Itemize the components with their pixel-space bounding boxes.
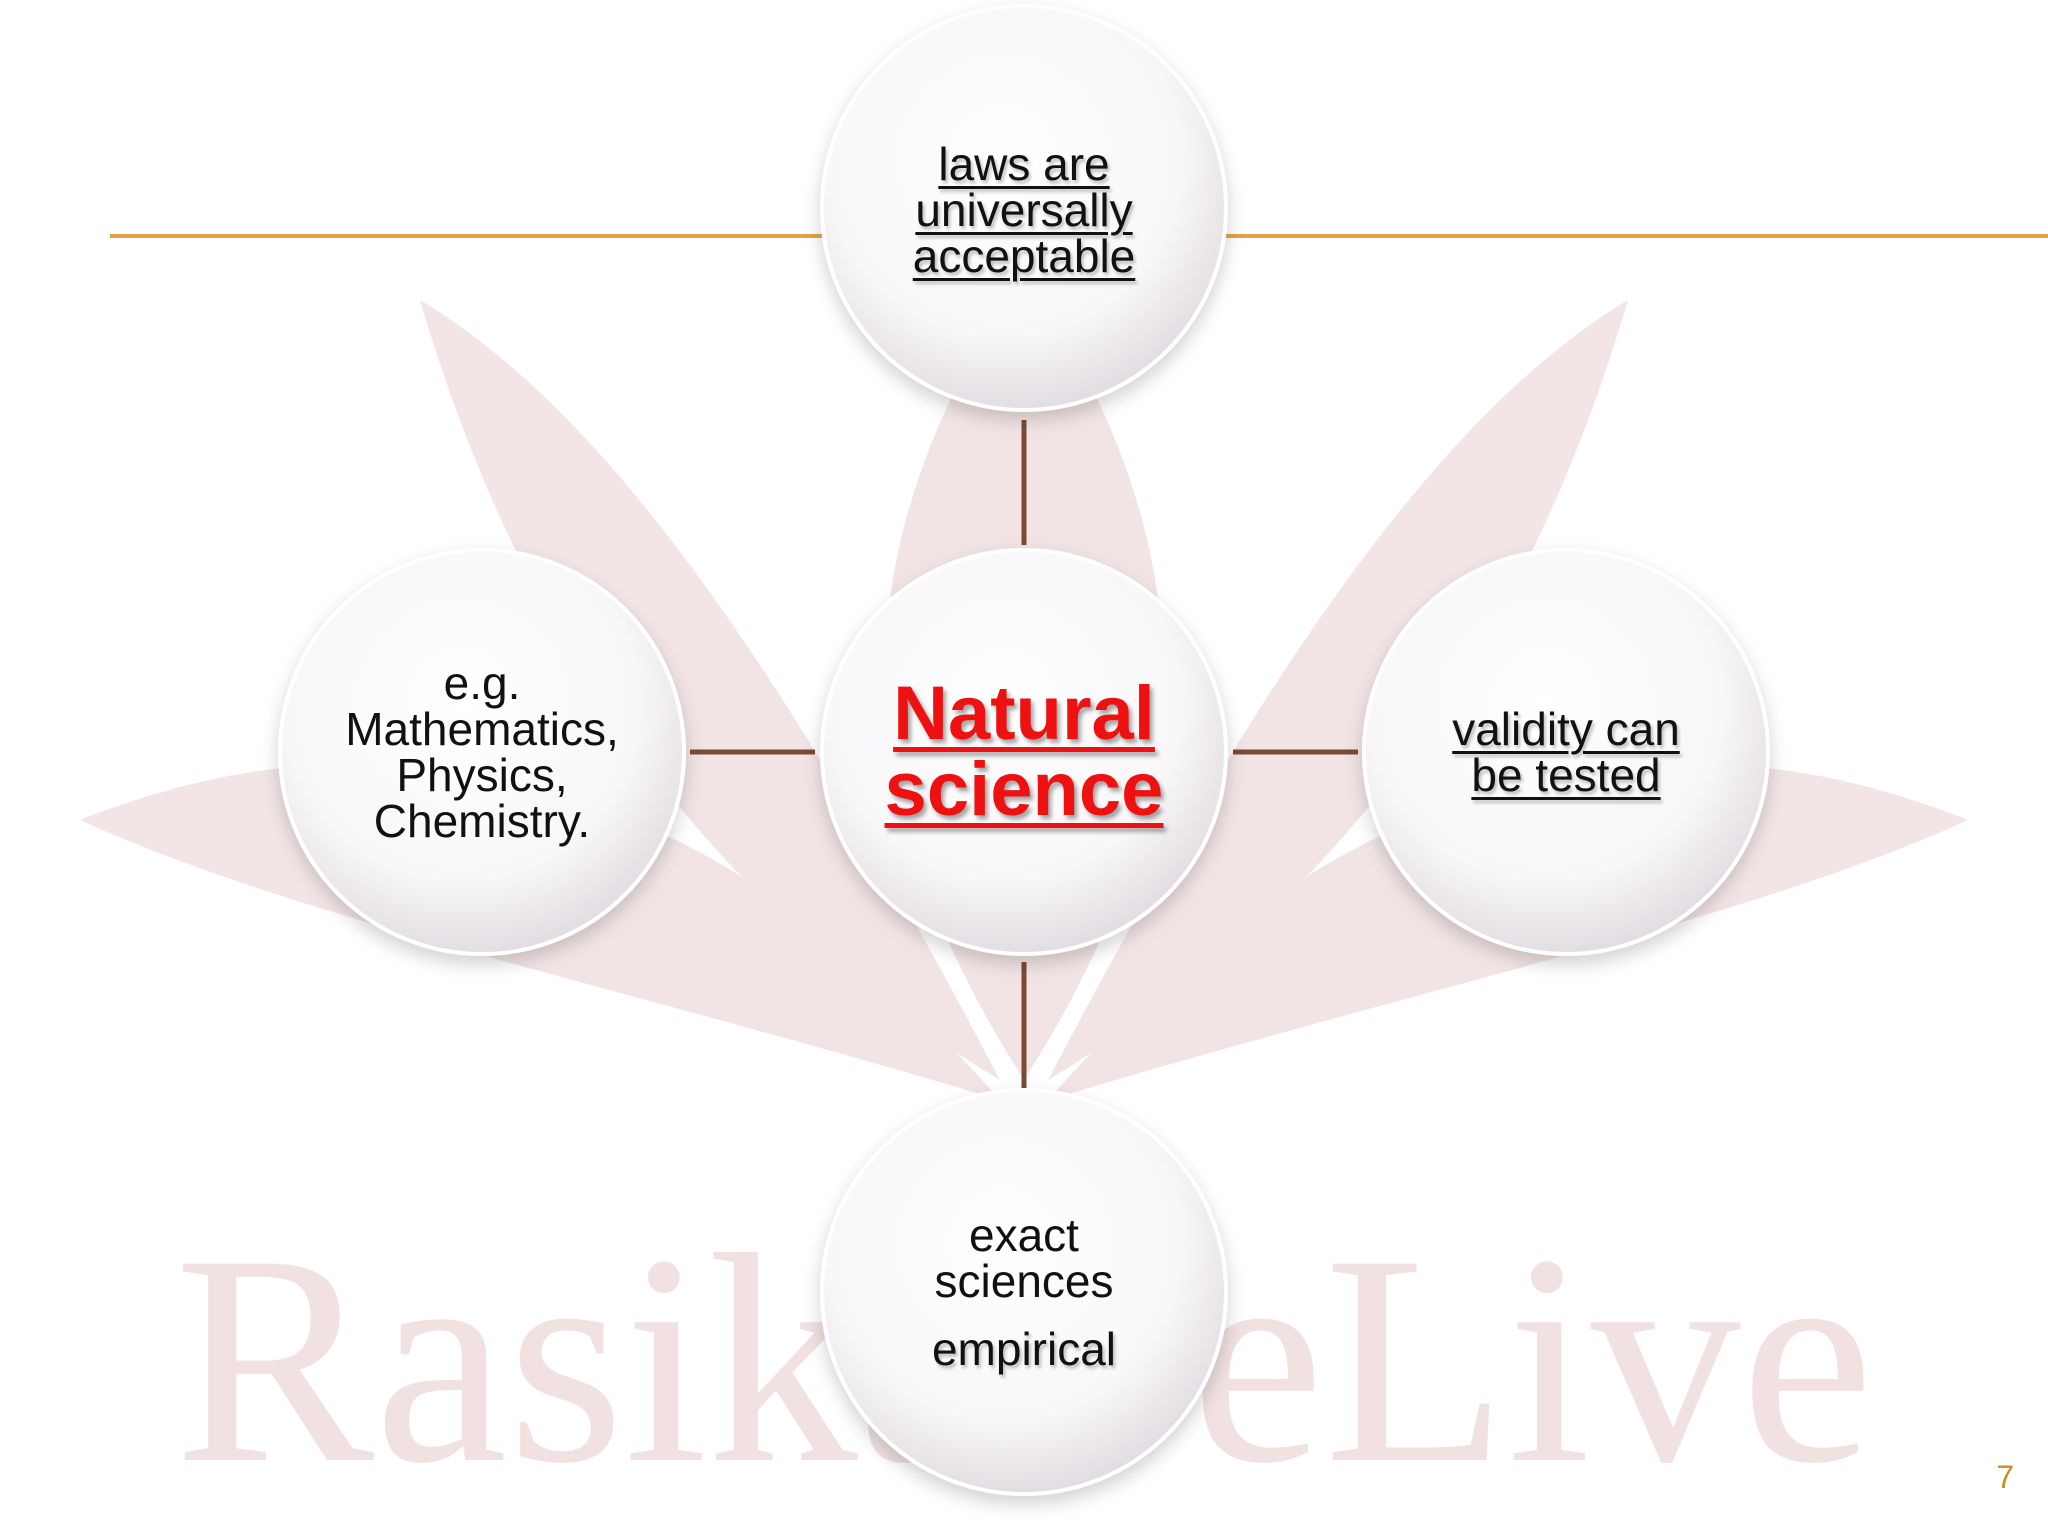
left-line-1: e.g. bbox=[443, 657, 521, 709]
node-right-label: validity can be tested bbox=[1386, 652, 1746, 852]
node-center-label: Natural science bbox=[844, 652, 1204, 852]
node-top-label: laws are universally acceptable bbox=[844, 110, 1204, 310]
circle-bottom bbox=[820, 1088, 1228, 1496]
right-line-1: validity can bbox=[1452, 703, 1680, 755]
right-line-2: be tested bbox=[1471, 749, 1661, 801]
node-bottom-label: exact sciences empirical bbox=[844, 1192, 1204, 1392]
circle-left bbox=[278, 548, 686, 956]
page-number: 7 bbox=[1996, 1459, 2014, 1495]
circle-top bbox=[820, 4, 1228, 412]
bottom-extra: empirical bbox=[931, 1323, 1117, 1375]
left-line-2: Mathematics, bbox=[345, 703, 619, 755]
center-line-1: Natural bbox=[893, 671, 1155, 756]
center-line-2: science bbox=[884, 747, 1164, 832]
top-line-1: laws are bbox=[938, 138, 1110, 190]
circle-center bbox=[820, 548, 1228, 956]
top-line-3: acceptable bbox=[912, 230, 1136, 282]
node-left-label: e.g. Mathematics, Physics, Chemistry. bbox=[302, 652, 662, 852]
bottom-line-1: exact bbox=[969, 1209, 1079, 1261]
bottom-line-2: sciences bbox=[934, 1255, 1114, 1307]
left-line-4: Chemistry. bbox=[373, 795, 591, 847]
left-line-3: Physics, bbox=[396, 749, 568, 801]
top-line-2: universally bbox=[915, 184, 1133, 236]
circle-right bbox=[1362, 548, 1770, 956]
